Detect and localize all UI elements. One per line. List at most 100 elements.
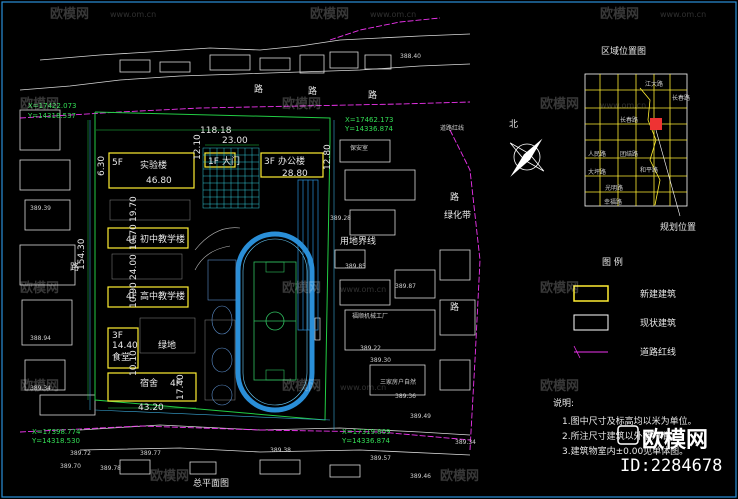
svg-text:欧模网: 欧模网 <box>20 96 59 112</box>
svg-text:389.30: 389.30 <box>370 357 391 364</box>
svg-text:4F: 4F <box>126 292 137 302</box>
svg-text:1F: 1F <box>208 157 219 167</box>
brand-id: ID:2284678 <box>620 456 722 476</box>
svg-text:欧模网: 欧模网 <box>20 280 59 296</box>
svg-text:欧模网: 欧模网 <box>150 468 189 484</box>
legend-item-new: 新建建筑 <box>640 288 676 300</box>
svg-text:388.40: 388.40 <box>400 53 421 60</box>
svg-text:用地界线: 用地界线 <box>340 235 376 247</box>
svg-text:欧模网: 欧模网 <box>282 96 321 112</box>
svg-text:12.10: 12.10 <box>193 134 203 160</box>
road-labels: 路 路 路 路 路 路 <box>70 83 459 313</box>
svg-text:绿地: 绿地 <box>158 339 176 351</box>
svg-text:总平面图: 总平面图 <box>193 477 229 489</box>
svg-text:www.om.cn: www.om.cn <box>340 285 386 294</box>
svg-text:389.36: 389.36 <box>395 393 416 400</box>
svg-text:食堂: 食堂 <box>112 351 130 363</box>
legend-item-redline: 道路红线 <box>640 346 676 358</box>
svg-text:12.80: 12.80 <box>323 144 333 170</box>
building-labels: 5F 实验楼 1F 大门 3F 办公楼 4F 初中教学楼 4F 高中教学楼 3F… <box>112 155 305 389</box>
new-buildings <box>107 152 324 402</box>
svg-text:欧模网: 欧模网 <box>440 468 479 484</box>
svg-text:办公楼: 办公楼 <box>278 155 305 167</box>
svg-text:389.85: 389.85 <box>345 263 366 270</box>
notes: 说明: 1.图中尺寸及标高均以米为单位。 2.所注尺寸建筑以外墙为准。 3.建筑… <box>553 397 697 457</box>
street-lines <box>89 120 335 430</box>
svg-text:三家房户自然: 三家房户自然 <box>380 378 416 386</box>
office-building <box>260 152 324 178</box>
road-label: 路 <box>308 85 317 97</box>
paved-areas <box>109 199 236 401</box>
svg-text:江大路: 江大路 <box>645 80 663 88</box>
svg-text:389.77: 389.77 <box>140 450 161 457</box>
road-label: 路 <box>254 83 263 95</box>
svg-text:389.78: 389.78 <box>100 465 121 472</box>
svg-text:福顺机械工厂: 福顺机械工厂 <box>352 312 388 320</box>
svg-text:欧模网: 欧模网 <box>540 280 579 296</box>
svg-text:和平路: 和平路 <box>640 166 658 174</box>
svg-text:www.om.cn: www.om.cn <box>340 383 386 392</box>
legend-title: 图 例 <box>602 256 623 268</box>
svg-text:389.70: 389.70 <box>60 463 81 470</box>
svg-text:43.20: 43.20 <box>138 403 164 413</box>
svg-text:北: 北 <box>509 119 518 130</box>
svg-text:大坪路: 大坪路 <box>588 168 606 176</box>
legend-item-existing: 现状建筑 <box>640 317 676 329</box>
svg-text:5F: 5F <box>112 158 123 168</box>
svg-text:欧模网: 欧模网 <box>540 96 579 112</box>
svg-text:389.22: 389.22 <box>360 345 381 352</box>
svg-text:X=17398.774: X=17398.774 <box>32 428 81 436</box>
svg-text:X=17422.073: X=17422.073 <box>28 102 77 110</box>
svg-text:X=17462.173: X=17462.173 <box>345 116 394 124</box>
svg-text:欧模网: 欧模网 <box>20 378 59 394</box>
courts <box>207 259 237 406</box>
road-label: 路 <box>450 191 459 203</box>
svg-text:10.10: 10.10 <box>129 350 139 376</box>
note-line: 3.建筑物室内±0.00见单体图。 <box>562 445 688 457</box>
svg-text:24.00: 24.00 <box>129 254 139 280</box>
svg-text:幸福路: 幸福路 <box>604 198 622 206</box>
svg-text:389.34: 389.34 <box>30 385 51 392</box>
location-map: 区域位置图 江大路 长春路 长春路 人民路 团结路 大坪路 光明路 和平路 幸福… <box>584 45 696 233</box>
notes-title: 说明: <box>553 397 574 409</box>
svg-text:Y=14336.874: Y=14336.874 <box>344 125 394 133</box>
svg-text:欧模网: 欧模网 <box>282 280 321 296</box>
svg-text:光明路: 光明路 <box>605 184 623 192</box>
svg-text:3F: 3F <box>112 331 123 341</box>
road-red-lines <box>19 17 481 451</box>
svg-text:大门: 大门 <box>222 155 240 167</box>
plaza-grid <box>202 147 260 209</box>
brand-logo: 欧模网 ID:2284678 <box>617 425 722 476</box>
sr-teaching-building <box>107 286 189 308</box>
land-boundary <box>94 111 331 421</box>
svg-text:人民路: 人民路 <box>588 150 606 158</box>
svg-text:14.40: 14.40 <box>112 341 138 351</box>
svg-text:17.40: 17.40 <box>176 374 186 400</box>
svg-text:团结路: 团结路 <box>620 150 638 158</box>
svg-text:10.90: 10.90 <box>129 282 139 308</box>
svg-text:保安室: 保安室 <box>350 144 368 152</box>
svg-text:欧模网: 欧模网 <box>600 6 639 22</box>
road-label: 路 <box>368 89 377 101</box>
svg-text:3F: 3F <box>264 157 275 167</box>
svg-text:高中教学楼: 高中教学楼 <box>140 290 185 302</box>
svg-text:道路红线: 道路红线 <box>440 124 464 132</box>
svg-text:4F: 4F <box>170 379 181 389</box>
dimension-lines <box>87 120 320 409</box>
svg-text:Y=14318.537: Y=14318.537 <box>27 112 76 120</box>
lab-building <box>108 152 195 189</box>
svg-text:宿舍: 宿舍 <box>140 377 158 389</box>
svg-text:154.30: 154.30 <box>77 238 87 270</box>
north-arrow-icon: 北 <box>509 119 545 177</box>
note-line: 1.图中尺寸及标高均以米为单位。 <box>562 415 697 427</box>
svg-text:389.57: 389.57 <box>370 455 391 462</box>
svg-text:www.om.cn: www.om.cn <box>370 10 416 19</box>
svg-text:欧模网: 欧模网 <box>642 427 708 453</box>
annotations: 道路红线 用地界线 绿化带 福顺机械工厂 三家房户自然 保安室 总平面图 <box>193 124 471 489</box>
note-line: 2.所注尺寸建筑以外墙为准。 <box>562 430 679 442</box>
road-label: 路 <box>450 301 459 313</box>
road-label: 路 <box>70 261 79 273</box>
svg-text:4F: 4F <box>126 235 137 245</box>
svg-text:www.om.cn: www.om.cn <box>110 10 156 19</box>
